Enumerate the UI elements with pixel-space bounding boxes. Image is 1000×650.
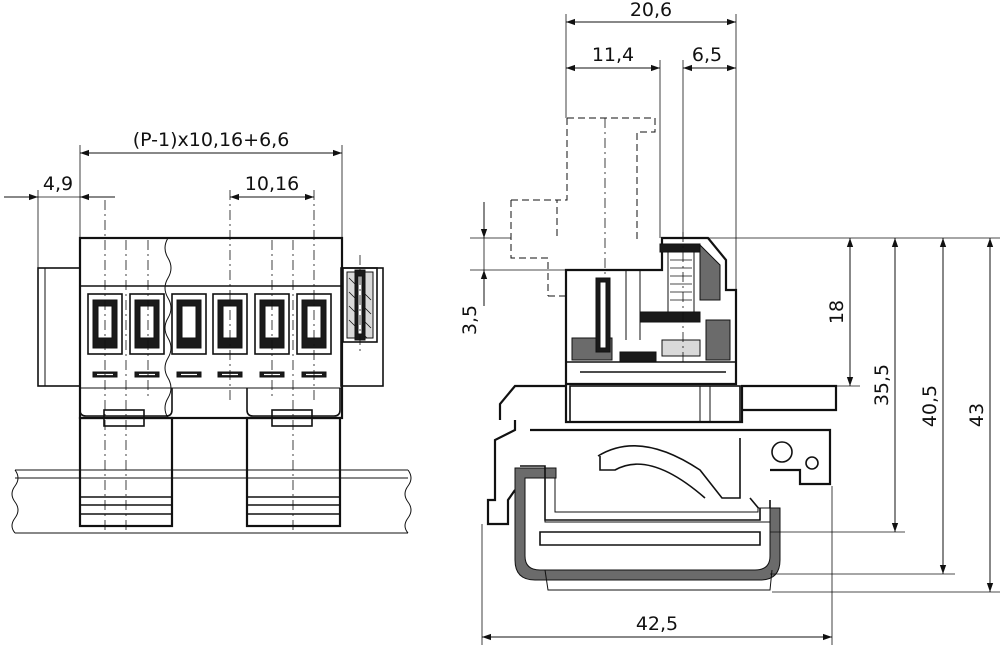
dim-pitch: 10,16	[230, 173, 314, 201]
dim-label-height-18: 18	[826, 300, 848, 324]
center-lines-front	[104, 190, 361, 530]
dim-label-height-40-5: 40,5	[919, 385, 941, 427]
dim-depth-b: 6,5	[682, 44, 736, 238]
mounting-feet	[78, 388, 342, 528]
rail-clip-base	[486, 384, 838, 526]
dim-label-depth-a: 11,4	[592, 44, 634, 66]
dim-label-pitch: 10,16	[245, 173, 299, 195]
dim-rail-width: 42,5	[481, 486, 833, 645]
break-line	[164, 237, 172, 419]
dim-pitch-formula: (P-1)x10,16+6,6	[79, 129, 343, 238]
din-rail-section	[514, 465, 781, 591]
dim-depth-a: 11,4	[566, 44, 661, 238]
terminal-housing	[78, 236, 344, 420]
dim-label-height-43: 43	[966, 403, 988, 427]
dim-label-rail-width: 42,5	[636, 613, 678, 635]
dim-height-43: 43	[966, 238, 994, 592]
dim-label-depth-b: 6,5	[692, 44, 722, 66]
terminal-slots	[87, 293, 332, 378]
terminal-block-body	[564, 232, 738, 386]
dim-step-height: 3,5	[459, 202, 488, 335]
plug-outline-dashed	[510, 117, 656, 360]
dim-label-total-depth: 20,6	[630, 0, 672, 21]
din-rail-front	[11, 469, 412, 534]
dim-label-height-35-5: 35,5	[871, 364, 893, 406]
dim-height-35-5: 35,5	[871, 238, 899, 532]
dim-label-edge-offset: 4,9	[43, 173, 73, 195]
dim-height-40-5: 40,5	[919, 238, 947, 574]
dim-height-18: 18	[826, 238, 854, 386]
side-view: 20,6 11,4 6,5 3,5 18 35,5	[459, 0, 1000, 645]
dim-label-pitch-formula: (P-1)x10,16+6,6	[133, 129, 290, 151]
dim-edge-offset: 4,9	[4, 173, 115, 268]
left-flange	[37, 267, 81, 387]
dim-label-step-height: 3,5	[459, 305, 481, 335]
front-view: (P-1)x10,16+6,6 4,9 10,16	[4, 129, 412, 534]
